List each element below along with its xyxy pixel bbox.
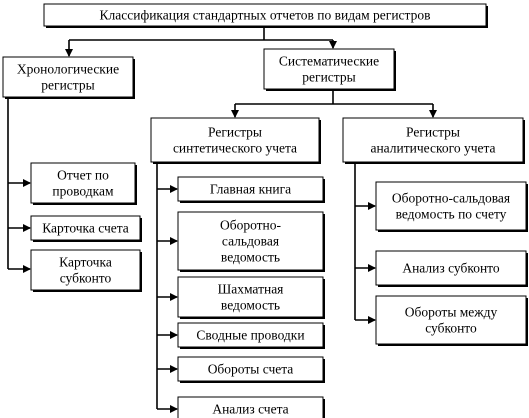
chrono-box-text: Хронологические	[17, 62, 119, 77]
chrono-item-1: Карточка счета	[30, 215, 142, 242]
arrow-synth-2	[170, 293, 178, 301]
analytic-box-frame	[342, 117, 524, 163]
synth-item-1-text: ведомость	[221, 250, 280, 265]
arrow-synth-5	[170, 405, 178, 413]
synth-item-2-text: ведомость	[221, 298, 280, 313]
analytic-item-0-text: ведомость по счету	[396, 207, 507, 222]
chrono-item-0-text: проводкам	[52, 184, 114, 199]
chrono-box-text: регистры	[41, 78, 94, 93]
chrono-item-2-frame	[30, 249, 141, 291]
synth-item-4: Обороты счета	[177, 356, 325, 383]
synth-item-1-text: Оборотно-	[220, 218, 282, 233]
analytic-item-2-text: Обороты между	[405, 305, 498, 320]
arrow-synth-4	[170, 365, 178, 373]
analytic-box-text: Регистры	[406, 125, 460, 140]
chrono-item-1-frame	[30, 215, 141, 241]
synth-box-frame	[150, 117, 320, 163]
connectors	[7, 26, 437, 413]
synth-item-5: Анализ счета	[177, 396, 325, 418]
chrono-item-1-text: Карточка счета	[42, 221, 129, 236]
arrow-analytic-1	[368, 264, 376, 272]
chrono-box-frame	[2, 56, 134, 98]
arrow-analytic-0	[368, 202, 376, 210]
arrow-synth-3	[170, 331, 178, 339]
arrow-chrono-2	[23, 265, 31, 273]
analytic-item-2-frame	[375, 295, 527, 345]
synth-item-0-frame	[177, 176, 324, 202]
arrow-synth-1	[170, 237, 178, 245]
arrow-system	[329, 41, 337, 49]
arrow-analytic	[429, 110, 437, 118]
title-box-text: Классификация стандартных отчетов по вид…	[100, 8, 431, 23]
synth-item-5-text: Анализ счета	[212, 402, 288, 417]
analytic-item-1-text: Анализ субконто	[402, 261, 500, 276]
analytic-item-0-text: Оборотно-сальдовая	[392, 191, 510, 206]
arrow-synth	[231, 110, 239, 118]
synth-box-text: синтетического учета	[173, 141, 297, 156]
synth-item-1-text: сальдовая	[222, 234, 279, 249]
synth-item-4-text: Обороты счета	[208, 362, 294, 377]
analytic-item-1: Анализ субконто	[375, 250, 528, 287]
synth-item-0-text: Главная книга	[210, 182, 291, 197]
synth-item-3-frame	[177, 322, 324, 348]
arrow-chrono	[65, 49, 73, 57]
synth-item-3-text: Сводные проводки	[196, 328, 304, 343]
system-box-frame	[263, 48, 395, 90]
arrow-chrono-1	[23, 224, 31, 232]
analytic-item-1-frame	[375, 250, 527, 286]
synth-item-3: Сводные проводки	[177, 322, 325, 349]
nodes: Классификация стандартных отчетов по вид…	[2, 3, 528, 418]
chrono-item-0-text: Отчет по	[57, 168, 109, 183]
chrono-item-2-text: субконто	[60, 271, 112, 286]
arrow-analytic-2	[368, 316, 376, 324]
synth-item-2-text: Шахматная	[218, 282, 284, 297]
synth-box-text: Регистры	[208, 125, 262, 140]
title-box-frame	[43, 3, 487, 27]
chrono-item-2-text: Карточка	[59, 255, 112, 270]
system-box-text: регистры	[302, 70, 355, 85]
analytic-item-0-frame	[375, 181, 527, 231]
synth-item-5-frame	[177, 396, 324, 418]
synth-item-4-frame	[177, 356, 324, 382]
system-box-text: Систематические	[279, 54, 379, 69]
arrow-chrono-0	[23, 179, 31, 187]
title-box: Классификация стандартных отчетов по вид…	[43, 3, 488, 28]
synth-item-0: Главная книга	[177, 176, 325, 203]
analytic-item-2-text: субконто	[425, 321, 477, 336]
analytic-box-text: аналитического учета	[370, 141, 495, 156]
synth-item-1-frame	[177, 211, 324, 271]
synth-item-2-frame	[177, 276, 324, 318]
arrow-synth-0	[170, 185, 178, 193]
chrono-item-0-frame	[30, 162, 136, 204]
